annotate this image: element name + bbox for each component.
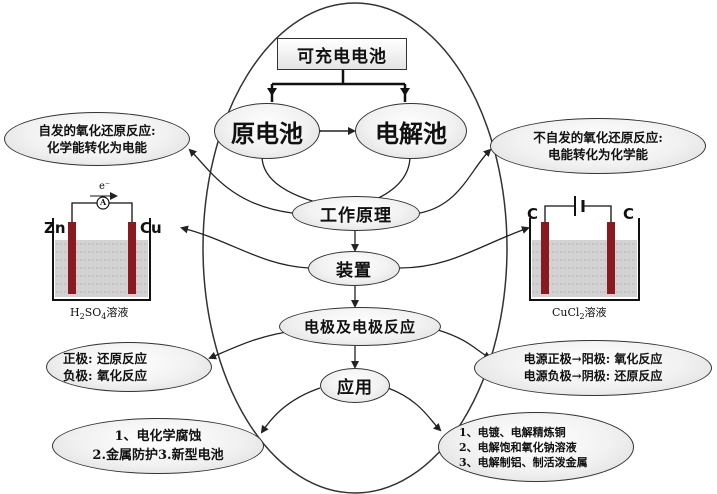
galvanic-app-1: 1、电化学腐蚀 xyxy=(114,429,202,444)
ammeter-label: A xyxy=(100,197,107,207)
electrolytic-principle-line1: 不自发的氧化还原反应: xyxy=(533,130,663,145)
anode-c-electrode xyxy=(541,222,549,294)
electrolytic-electrode-anode: 电源正极→阳极: 氧化反应 xyxy=(523,352,663,366)
anode-c-label: C xyxy=(527,205,539,223)
electrolytic-electrode-cathode: 电源负极→阴极: 还原反应 xyxy=(523,369,663,383)
galvanic-cell-node: 原电池 xyxy=(214,103,320,159)
zn-label: Zn xyxy=(44,219,66,237)
galvanic-principle-bubble: 自发的氧化还原反应: 化学能转化为电能 xyxy=(4,112,190,166)
electron-label: e⁻ xyxy=(99,181,111,192)
zn-electrode xyxy=(68,222,76,294)
galvanic-electrode-bubble: 正极: 还原反应 负极: 氧化反应 xyxy=(46,342,212,392)
top-connector xyxy=(270,70,407,102)
electrolytic-cell-node: 电解池 xyxy=(355,103,467,159)
galvanic-principle-line2: 化学能转化为电能 xyxy=(46,140,147,155)
ammeter-icon xyxy=(96,196,110,210)
application-node: 应用 xyxy=(320,368,390,403)
cathode-c-electrode xyxy=(607,222,615,294)
galvanic-cell-apparatus xyxy=(52,192,151,301)
galvanic-electrode-positive: 正极: 还原反应 xyxy=(63,351,147,366)
cu-label: Cu xyxy=(140,219,162,237)
galvanic-application-bubble: 1、电化学腐蚀 2.金属防护3.新型电池 xyxy=(52,418,264,474)
rechargeable-battery-box: 可充电电池 xyxy=(277,38,407,70)
electrolytic-principle-line2: 电能转化为化学能 xyxy=(547,147,648,162)
galvanic-electrode-negative: 负极: 氧化反应 xyxy=(63,368,147,383)
electrolytic-app-1: 1、电镀、电解精炼铜 xyxy=(459,425,566,439)
electrolytic-electrode-bubble: 电源正极→阳极: 氧化反应 电源负极→阴极: 还原反应 xyxy=(474,340,712,396)
galvanic-solution-caption: H2SO4溶液 xyxy=(70,306,129,322)
galvanic-principle-line1: 自发的氧化还原反应: xyxy=(38,123,156,138)
electrolytic-app-3: 3、电解制铝、制活泼金属 xyxy=(459,455,588,469)
galvanic-app-2: 2.金属防护3.新型电池 xyxy=(92,448,224,463)
electrolytic-solution-caption: CuCl2溶液 xyxy=(552,306,607,322)
electrolytic-cell-apparatus xyxy=(529,196,640,301)
electrode-reaction-node: 电极及电极反应 xyxy=(279,307,441,346)
working-principle-node: 工作原理 xyxy=(292,196,420,231)
electrolytic-app-2: 2、电解饱和氧化钠溶液 xyxy=(459,440,577,454)
device-node: 装置 xyxy=(308,251,400,286)
cathode-c-label: C xyxy=(623,205,635,223)
electrolytic-principle-bubble: 不自发的氧化还原反应: 电能转化为化学能 xyxy=(490,118,706,174)
main-ellipse xyxy=(202,2,508,494)
electrolytic-application-bubble: 1、电镀、电解精炼铜 2、电解饱和氧化钠溶液 3、电解制铝、制活泼金属 xyxy=(438,412,634,482)
cu-electrode xyxy=(128,222,136,294)
